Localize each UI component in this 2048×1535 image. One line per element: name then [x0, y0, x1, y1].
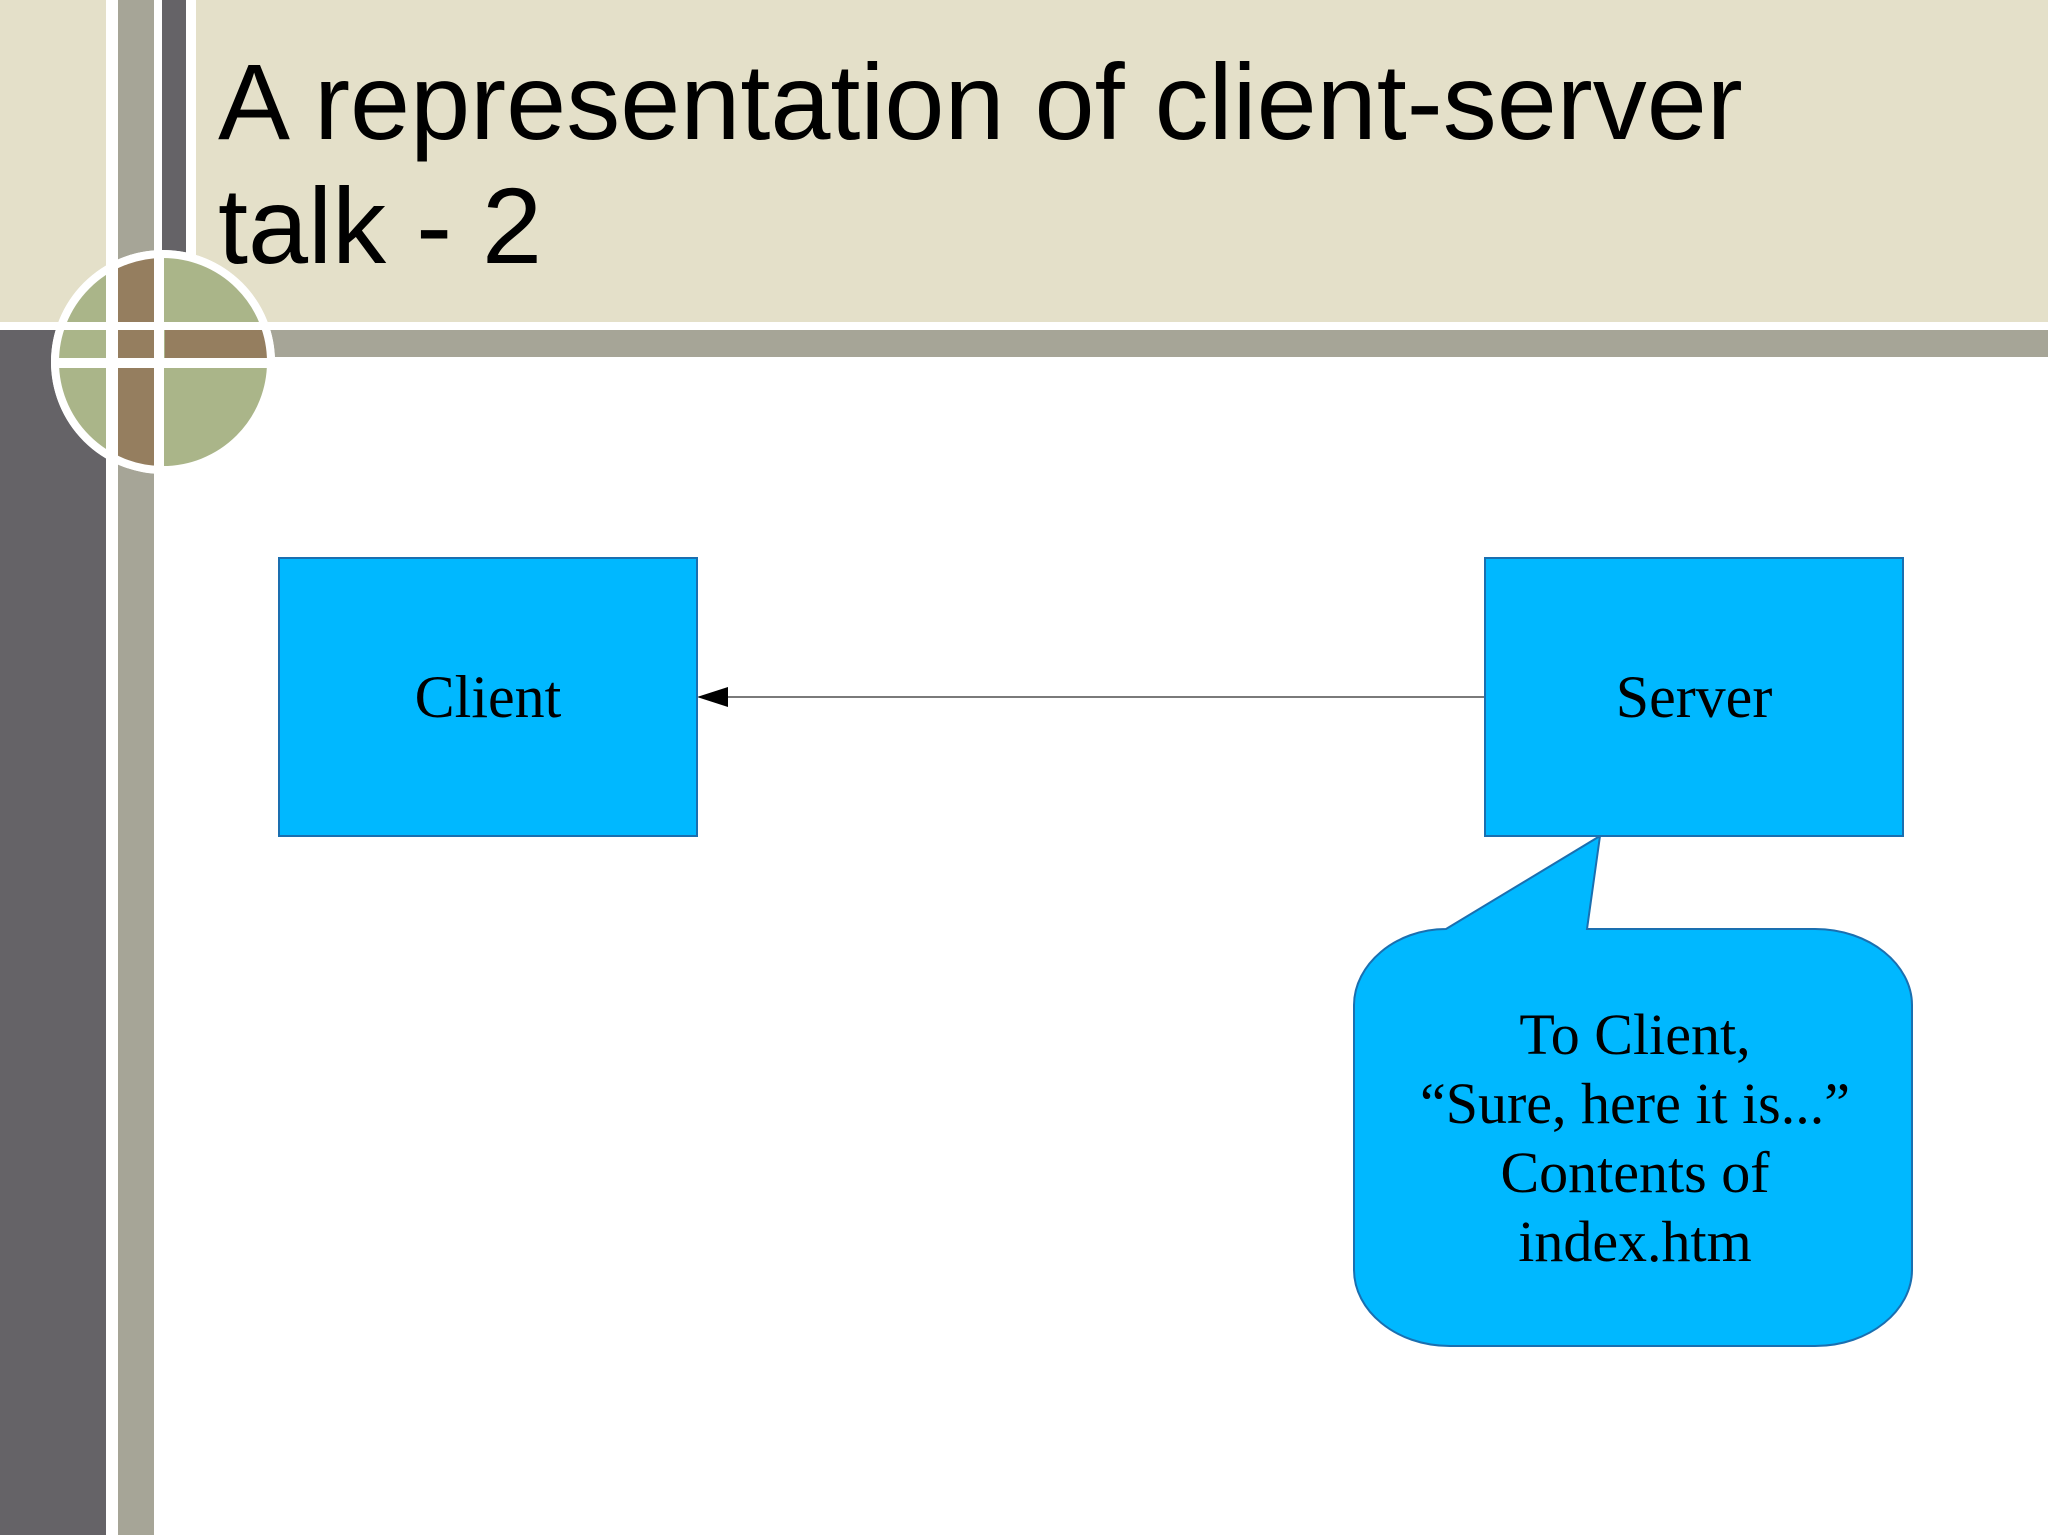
left-stripe-white-edge — [186, 0, 196, 330]
slide-title: A representation of client-server talk -… — [218, 41, 1743, 286]
title-underline-white — [0, 322, 2048, 330]
speech-bubble-shape — [1353, 834, 1913, 1347]
callout-line: “Sure, here it is...” — [1419, 1071, 1850, 1136]
left-stripe-white-thin — [154, 0, 162, 330]
title-band — [0, 0, 2048, 322]
arrow-head-icon — [697, 687, 728, 707]
left-dark-bar — [0, 330, 106, 1535]
speech-bubble-text: To Client, “Sure, here it is...” Content… — [1360, 1000, 1910, 1276]
server-box: Server — [1484, 557, 1904, 837]
client-box: Client — [278, 557, 698, 837]
callout-line: Contents of — [1500, 1140, 1770, 1205]
title-underline-gray — [0, 330, 2048, 357]
server-label: Server — [1615, 663, 1773, 730]
decorative-circle — [51, 250, 275, 474]
callout-line: To Client, — [1519, 1002, 1751, 1067]
callout-line: index.htm — [1518, 1209, 1752, 1274]
client-label: Client — [414, 663, 562, 730]
